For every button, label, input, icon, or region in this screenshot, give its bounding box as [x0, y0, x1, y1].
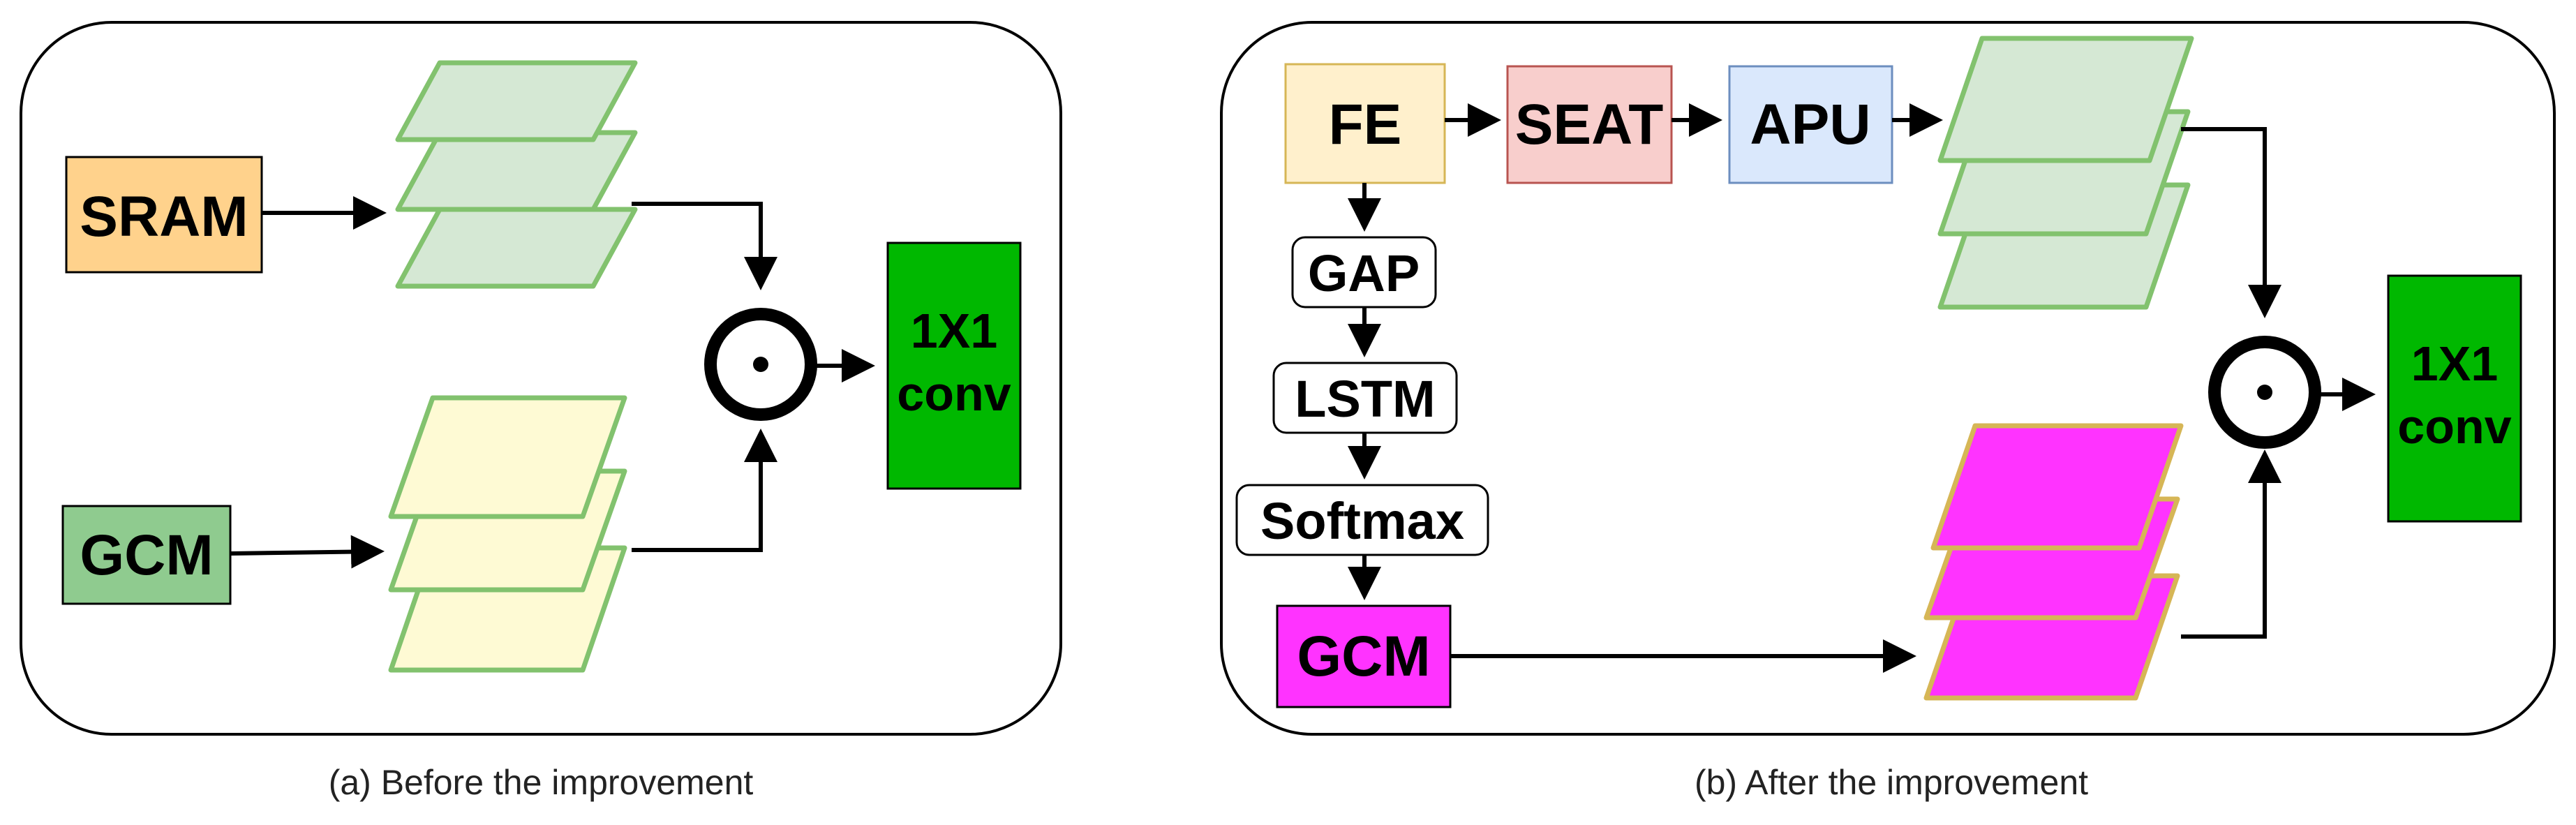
- panel-b-frame: [1220, 21, 2556, 736]
- feature-layer: [395, 207, 638, 289]
- fe-label: FE: [1329, 93, 1402, 156]
- elementwise-multiply-icon: [704, 308, 817, 421]
- magenta-feature-stack-b: [1923, 423, 2184, 701]
- arrow-magenta-stack-to-op: [2181, 449, 2281, 639]
- feature-layer: [388, 395, 627, 519]
- arrow-gcm-to-stack: [230, 535, 385, 569]
- arrow-green-stack-to-op: [632, 202, 777, 290]
- panel-a-frame: [20, 21, 1062, 736]
- lstm-label: LSTM: [1295, 370, 1435, 428]
- seat-block: SEAT: [1506, 65, 1673, 184]
- apu-block: APU: [1728, 65, 1893, 184]
- sram-label: SRAM: [80, 185, 248, 248]
- gcm-label-b: GCM: [1297, 625, 1430, 688]
- gcm-label-a: GCM: [80, 523, 213, 587]
- conv-block-a: 1X1 conv: [886, 241, 1022, 490]
- sram-block: SRAM: [65, 156, 263, 274]
- seat-label: SEAT: [1515, 93, 1664, 156]
- arrow-yellow-stack-to-op: [632, 429, 777, 552]
- gap-label: GAP: [1308, 244, 1420, 302]
- conv-label-a-line1: 1X1: [911, 304, 998, 358]
- panel-a: SRAM GCM: [20, 21, 1062, 802]
- conv-block-b: 1X1 conv: [2387, 274, 2522, 523]
- arrow-green-stack-to-op: [2181, 127, 2281, 318]
- feature-layer: [395, 60, 638, 142]
- gap-block: GAP: [1291, 236, 1437, 309]
- softmax-block: Softmax: [1235, 484, 1489, 556]
- feature-layer: [395, 130, 638, 212]
- green-feature-stack-b: [1937, 36, 2194, 310]
- softmax-label: Softmax: [1260, 492, 1464, 550]
- fe-block: FE: [1284, 63, 1446, 184]
- conv-label-b-line1: 1X1: [2411, 336, 2499, 391]
- yellow-feature-stack-a: [388, 395, 627, 673]
- caption-b: (b) After the improvement: [1695, 763, 2088, 802]
- conv-label-b-line2: conv: [2397, 399, 2511, 454]
- caption-a: (a) Before the improvement: [329, 763, 754, 802]
- elementwise-multiply-icon: [2208, 336, 2321, 449]
- gcm-block-b: GCM: [1276, 604, 1452, 708]
- panel-b: FE SEAT APU GAP LSTM Softmax GCM: [1220, 21, 2556, 802]
- conv-label-a-line2: conv: [897, 366, 1011, 421]
- green-feature-stack-a: [395, 60, 638, 289]
- feature-layer: [1930, 423, 2184, 551]
- apu-label: APU: [1750, 93, 1870, 156]
- lstm-block: LSTM: [1272, 362, 1458, 434]
- feature-layer: [1937, 36, 2194, 163]
- gcm-block-a: GCM: [61, 505, 232, 605]
